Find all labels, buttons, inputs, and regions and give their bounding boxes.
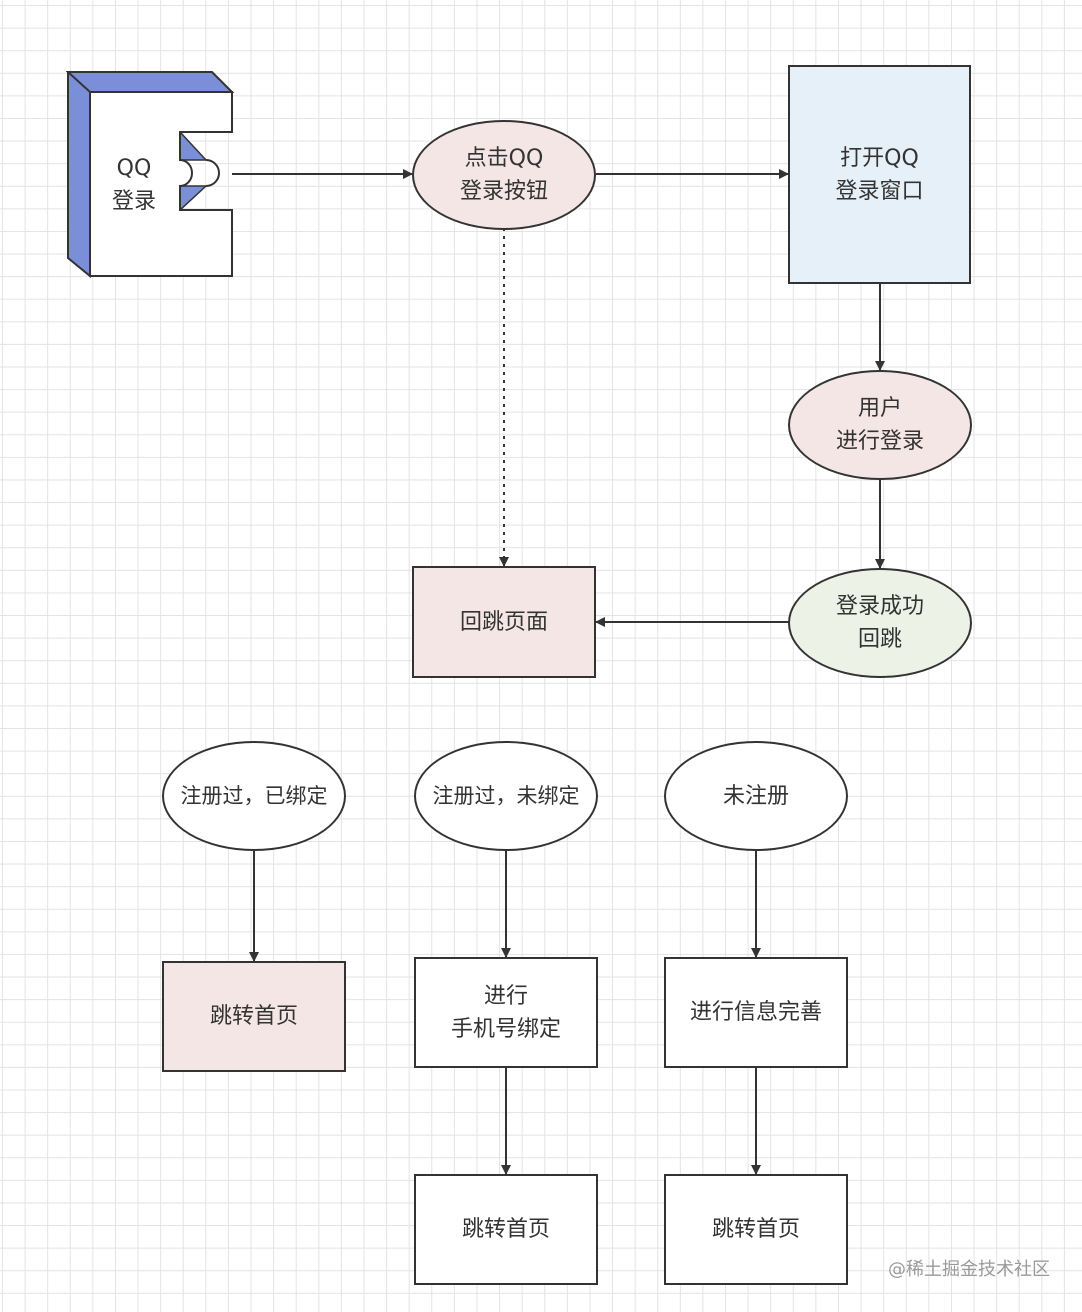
node-bind-phone: 进行 手机号绑定: [414, 957, 598, 1068]
qq-login-component-top: [66, 71, 235, 93]
bind-phone-label-line2: 手机号绑定: [450, 1016, 561, 1042]
unregistered-label: 未注册: [722, 783, 789, 809]
qq-login-component-connector-knob: [205, 159, 220, 187]
node-complete-info: 进行信息完善: [664, 957, 848, 1068]
node-open-qq-login-window: 打开QQ 登录窗口: [788, 65, 971, 284]
bind-phone-label-line1: 进行: [483, 983, 528, 1009]
node-registered-unbound: 注册过，未绑定: [414, 741, 598, 851]
node-click-qq-login-button: 点击QQ 登录按钮: [412, 120, 596, 230]
login-success-label-line1: 登录成功: [835, 594, 924, 619]
node-login-success-callback: 登录成功 回跳: [788, 568, 972, 678]
node-jump-home-bound: 跳转首页: [162, 961, 346, 1072]
registered-unbound-label: 注册过，未绑定: [432, 783, 580, 808]
open-window-label-line1: 打开QQ: [840, 145, 919, 171]
login-success-label-line2: 回跳: [857, 627, 902, 652]
node-callback-page: 回跳页面: [412, 566, 596, 678]
qq-login-label: QQ 登录: [84, 152, 184, 218]
qq-login-label-line2: 登录: [111, 189, 156, 214]
qq-login-component-front: [89, 91, 233, 277]
user-login-label-line1: 用户: [857, 396, 902, 421]
qq-login-component-shape: [66, 71, 235, 279]
node-unregistered: 未注册: [664, 741, 848, 851]
node-jump-home-info: 跳转首页: [664, 1174, 848, 1285]
node-user-login: 用户 进行登录: [788, 370, 972, 480]
open-window-label-line2: 登录窗口: [835, 178, 924, 204]
watermark-text: @稀土掘金技术社区: [888, 1259, 1050, 1280]
qq-login-label-line1: QQ: [116, 156, 152, 181]
jump-home-phone-label: 跳转首页: [461, 1217, 550, 1242]
click-button-label-line2: 登录按钮: [459, 179, 548, 204]
registered-bound-label: 注册过，已绑定: [180, 783, 328, 808]
jump-home-info-label: 跳转首页: [711, 1217, 800, 1242]
complete-info-label: 进行信息完善: [689, 1000, 822, 1025]
user-login-label-line2: 进行登录: [835, 429, 924, 454]
jump-home-bound-label: 跳转首页: [209, 1004, 298, 1029]
node-jump-home-phone: 跳转首页: [414, 1174, 598, 1285]
callback-page-label: 回跳页面: [459, 609, 548, 635]
node-registered-bound: 注册过，已绑定: [162, 741, 346, 851]
click-button-label-line1: 点击QQ: [464, 146, 544, 171]
